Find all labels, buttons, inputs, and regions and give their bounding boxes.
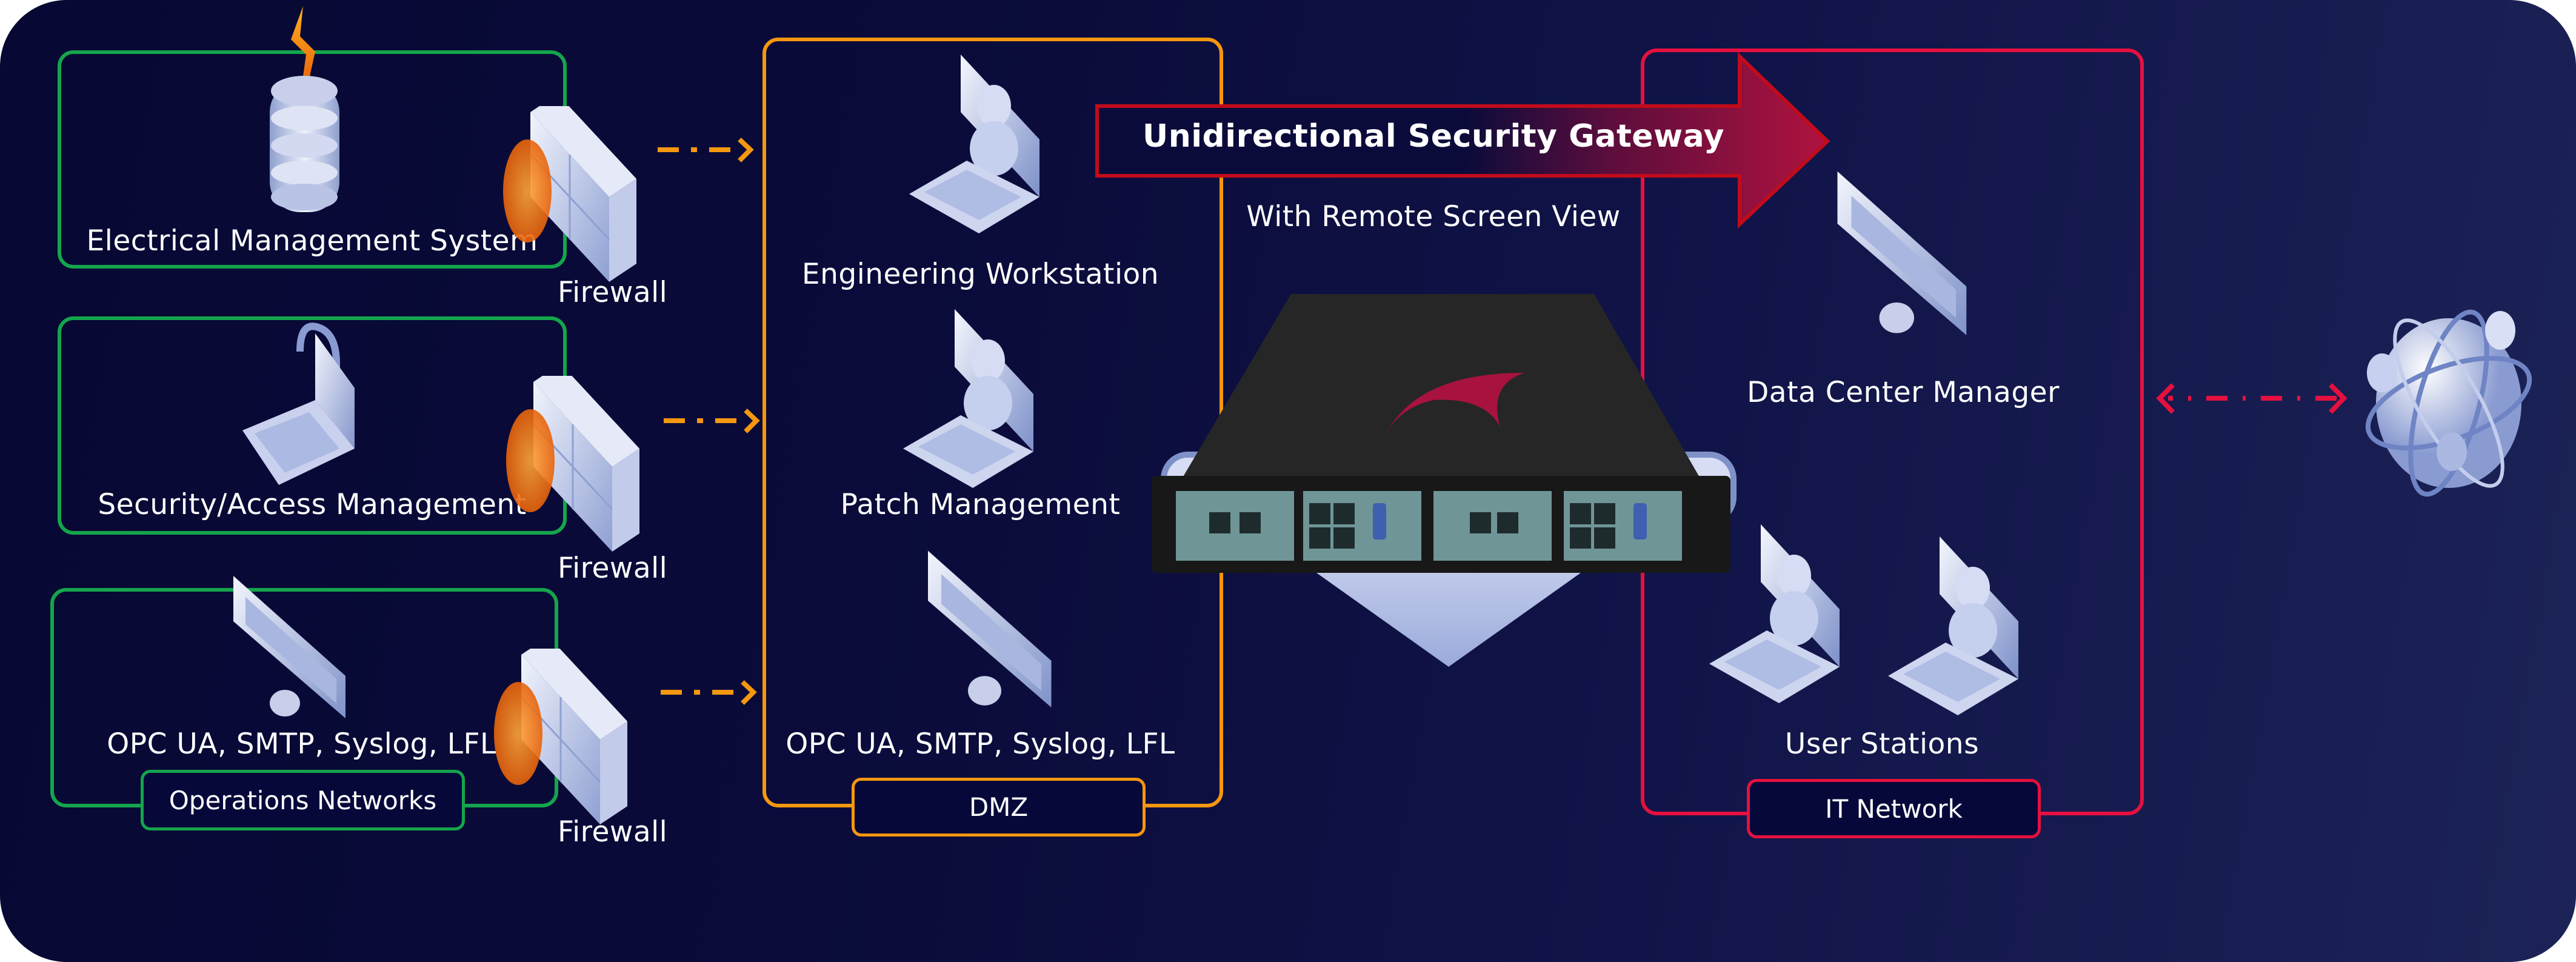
firewall-label: Firewall bbox=[558, 276, 668, 309]
locked-laptop-icon bbox=[242, 322, 355, 485]
opc-operations-label: OPC UA, SMTP, Syslog, LFL bbox=[107, 727, 496, 761]
monitor-icon bbox=[928, 550, 1052, 707]
patch-management-label: Patch Management bbox=[840, 488, 1121, 521]
dmz-zone-label: DMZ bbox=[852, 778, 1146, 837]
flow-arrow-icon bbox=[664, 409, 760, 433]
operations-networks-zone-label: Operations Networks bbox=[141, 770, 465, 830]
gateway-title: Unidirectional Security Gateway bbox=[1142, 118, 1724, 155]
dmz-opc-label: OPC UA, SMTP, Syslog, LFL bbox=[786, 727, 1175, 761]
firewall-label: Firewall bbox=[558, 552, 668, 585]
user-laptop-icon bbox=[1709, 524, 1840, 703]
firewall-icon bbox=[503, 106, 636, 282]
electrical-management-label: Electrical Management System bbox=[86, 224, 538, 258]
firewall-label: Firewall bbox=[558, 815, 668, 849]
data-center-manager-label: Data Center Manager bbox=[1747, 376, 2060, 409]
security-access-label: Security/Access Management bbox=[98, 488, 527, 521]
unidirectional-gateway-arrow bbox=[1095, 52, 1830, 229]
user-laptop-icon bbox=[909, 55, 1039, 233]
it-network-zone-label: IT Network bbox=[1747, 779, 2041, 838]
engineering-workstation-label: Engineering Workstation bbox=[801, 258, 1160, 291]
user-laptop-icon bbox=[1888, 536, 2018, 715]
monitor-icon bbox=[233, 576, 345, 718]
gateway-subtitle: With Remote Screen View bbox=[1246, 200, 1621, 233]
firewall-icon bbox=[494, 649, 627, 824]
monitor-icon bbox=[1837, 171, 1967, 335]
flow-arrow-icon bbox=[658, 138, 754, 162]
power-tower-icon bbox=[270, 6, 339, 212]
gateway-device-icon bbox=[1152, 294, 1730, 573]
user-stations-label: User Stations bbox=[1784, 727, 1980, 761]
globe-network-icon bbox=[2365, 309, 2532, 497]
flow-arrow-icon bbox=[661, 680, 757, 705]
bidirectional-arrow-icon bbox=[2156, 383, 2347, 414]
firewall-icon bbox=[506, 376, 639, 552]
user-laptop-icon bbox=[903, 309, 1033, 488]
